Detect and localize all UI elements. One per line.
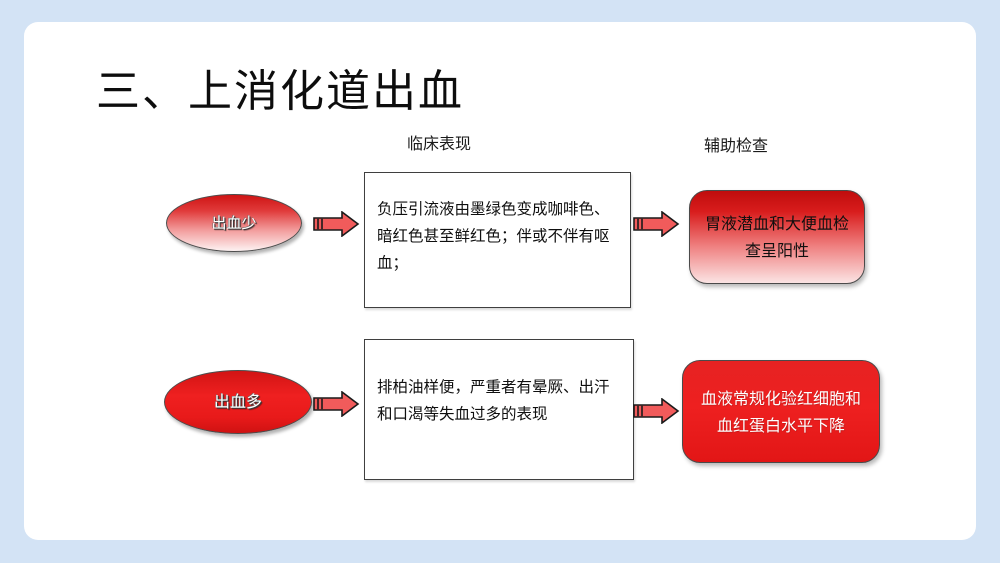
exam-result-text: 胃液潜血和大便血检查呈阳性 (704, 214, 849, 260)
right-arrow-icon-row2-left (312, 391, 360, 417)
clinical-textbox-text: 负压引流液由墨绿色变成咖啡色、暗红色甚至鲜红色；伴或不伴有呕血； (377, 200, 610, 272)
exam-result-box-row1: 胃液潜血和大便血检查呈阳性 (689, 190, 865, 284)
clinical-textbox-row2: 排柏油样便，严重者有晕厥、出汗和口渴等失血过多的表现 (364, 339, 634, 480)
exam-result-box-row2: 血液常规化验红细胞和血红蛋白水平下降 (682, 360, 880, 463)
label-ellipse-text: 出血多 (213, 392, 262, 411)
label-ellipse-text: 出血少 (211, 214, 257, 232)
column-header-exam: 辅助检查 (704, 136, 769, 155)
slide-card: 三、上消化道出血 临床表现 辅助检查 出血少 负压引流液由墨绿色变成咖啡色、暗红… (24, 22, 976, 540)
right-arrow-icon-row1-left (312, 211, 360, 237)
clinical-textbox-row1: 负压引流液由墨绿色变成咖啡色、暗红色甚至鲜红色；伴或不伴有呕血； (364, 172, 631, 308)
label-ellipse-bleeding-severe: 出血多 (164, 370, 312, 434)
clinical-textbox-text: 排柏油样便，严重者有晕厥、出汗和口渴等失血过多的表现 (377, 378, 610, 423)
right-arrow-icon-row1-right (632, 211, 680, 237)
column-header-clinical: 临床表现 (407, 134, 472, 153)
right-arrow-icon-row2-right (632, 398, 680, 424)
page-title: 三、上消化道出血 (96, 67, 464, 116)
label-ellipse-bleeding-mild: 出血少 (166, 194, 302, 252)
exam-result-text: 血液常规化验红细胞和血红蛋白水平下降 (700, 388, 861, 435)
